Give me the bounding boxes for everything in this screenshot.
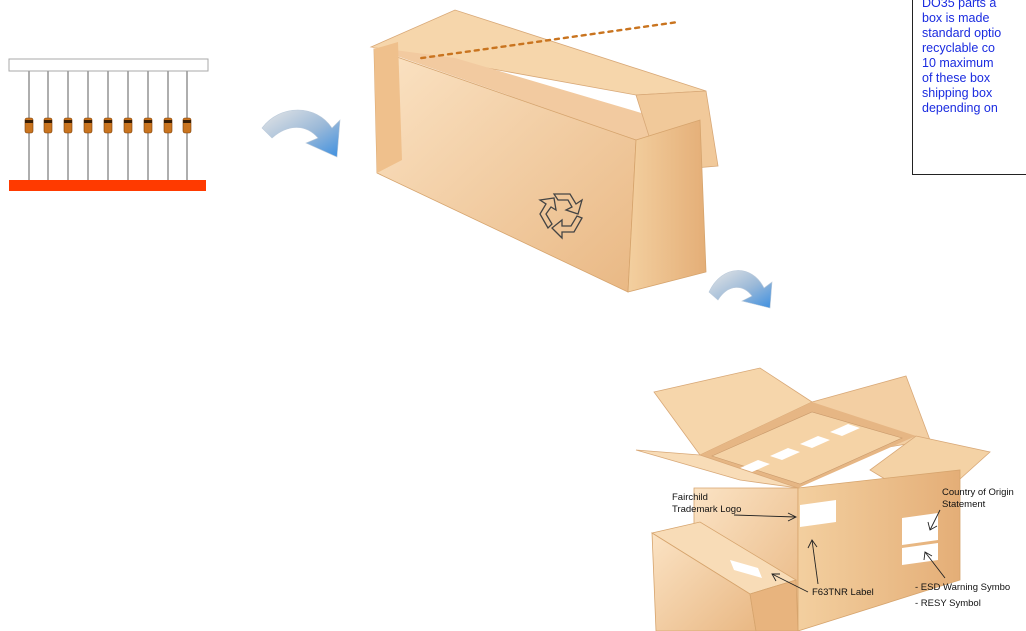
curved-arrow-icon	[261, 109, 341, 158]
description-line: depending on	[922, 101, 998, 115]
country-origin-patch	[902, 513, 938, 545]
description-line: recyclable co	[922, 41, 995, 55]
trademark-logo-label-line2: Trademark Logo	[672, 504, 742, 515]
ammo-box	[369, 9, 719, 293]
trademark-logo-patch	[800, 500, 836, 527]
esd-resy-patch	[902, 543, 938, 565]
diode-tape-strip	[8, 58, 209, 191]
f63tnr-label: F63TNR Label	[812, 587, 874, 598]
diode-bands	[25, 120, 191, 123]
description-line: shipping box	[922, 86, 993, 100]
description-line: standard optio	[922, 26, 1002, 40]
curved-arrow-icon	[708, 270, 773, 309]
small-box-front	[651, 532, 757, 631]
description-line: box is made	[922, 11, 990, 25]
f63tnr-patch	[730, 560, 762, 578]
recycle-icon	[538, 193, 584, 240]
resy-symbol-label: - RESY Symbol	[915, 598, 981, 609]
trademark-logo-label-line1: Fairchild	[672, 492, 708, 503]
carton-side	[797, 469, 961, 631]
description-line: DO35 parts a	[922, 0, 997, 10]
esd-warning-label: - ESD Warning Symbo	[915, 582, 1011, 593]
tape-bottom-red	[9, 180, 206, 191]
inner-box-labels	[740, 424, 860, 472]
leader-arrows	[733, 509, 946, 593]
tape-top-paper	[8, 58, 209, 72]
description-line: of these box	[922, 71, 991, 85]
country-of-origin-label-line1: Country of Origin	[942, 487, 1014, 498]
ammo-box-side	[627, 119, 707, 293]
description-box: DO35 parts a box is made standard optio …	[912, 0, 1026, 175]
description-line: 10 maximum	[922, 56, 994, 70]
country-of-origin-label-line2: Statement	[942, 499, 986, 510]
shipping-carton	[635, 367, 991, 631]
